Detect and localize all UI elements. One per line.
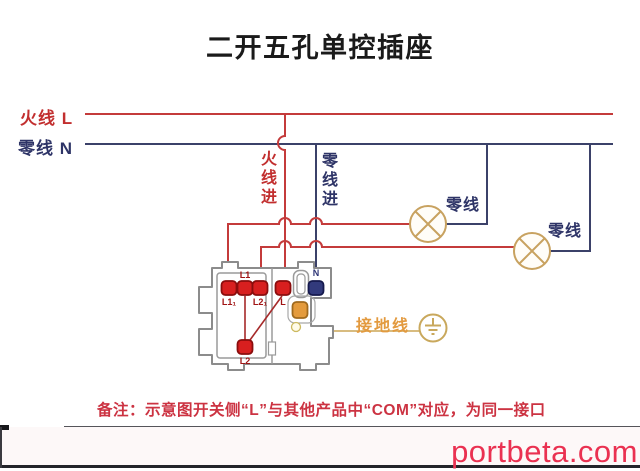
lamp1-neutral-wire	[446, 144, 488, 225]
ground-terminal-well	[287, 295, 316, 324]
lamp-icon	[409, 205, 447, 243]
terminal-l	[274, 280, 292, 296]
terminal-label-l2: L2	[239, 356, 251, 366]
lamp2-neutral-label: 零线	[548, 223, 583, 240]
neutral-terminal-letter: N	[59, 139, 74, 158]
lamp2-switched-wire	[260, 240, 514, 281]
neutral-wire-name: 零线	[18, 139, 54, 158]
neutral-wire-label: 零线 N	[18, 134, 73, 159]
terminals	[220, 280, 325, 355]
terminal-label-l21: L2₁	[252, 297, 268, 307]
live-wire-name: 火线	[20, 109, 56, 128]
terminal-label-n: N	[312, 268, 320, 278]
bottom-bar	[0, 427, 640, 468]
terminal-label-l: L	[280, 297, 286, 307]
screw-slot	[267, 341, 277, 356]
diagram-title: 二开五孔单控插座	[206, 33, 434, 63]
terminal-ground	[291, 301, 309, 319]
bottom-bar-corner-mark	[0, 425, 9, 430]
lamp-icon	[513, 232, 551, 270]
socket-slot-inner	[296, 273, 306, 295]
ground-wire-label: 接地线	[356, 318, 411, 335]
live-in-label: 火线进	[258, 150, 275, 207]
switch-compartment	[216, 272, 267, 359]
ground-mark-icon	[290, 321, 302, 333]
terminal-l11	[220, 280, 238, 296]
watermark-text: portbeta.com	[451, 434, 638, 469]
lamp1-neutral-label: 零线	[446, 197, 481, 214]
bottom-bar-top-edge	[64, 426, 640, 427]
socket-module	[198, 261, 334, 371]
terminal-n	[307, 280, 325, 296]
terminal-label-l11: L1₁	[221, 297, 237, 307]
earth-ground-icon	[418, 313, 448, 343]
terminal-l21	[251, 280, 269, 296]
terminal-label-l1: L1	[239, 270, 251, 280]
live-wire-label: 火线 L	[20, 104, 73, 129]
bottom-bar-left-edge	[0, 427, 2, 468]
jumper-l-l2	[249, 295, 283, 341]
neutral-in-label: 零线进	[319, 152, 336, 209]
lamp2-neutral-wire	[550, 144, 591, 252]
note-text: 备注：示意图开关侧“L”与其他产品中“COM”对应，为同一接口	[97, 402, 546, 419]
live-in-wire	[277, 114, 286, 281]
terminal-l2	[236, 339, 254, 355]
live-terminal-letter: L	[61, 109, 74, 128]
terminal-l1	[236, 280, 254, 296]
lamp1-switched-wire	[227, 217, 410, 281]
